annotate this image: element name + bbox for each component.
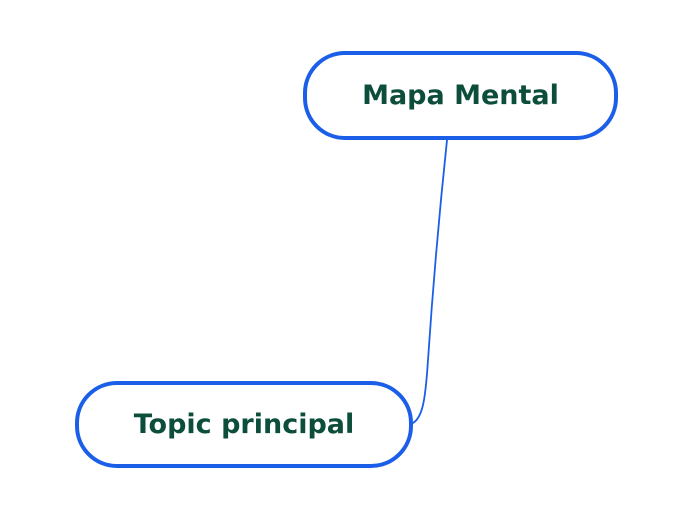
- node-mapa-mental-label: Mapa Mental: [362, 80, 559, 111]
- node-topic-principal[interactable]: Topic principal: [75, 381, 413, 468]
- connector-root-to-child: [412, 139, 448, 424]
- node-mapa-mental[interactable]: Mapa Mental: [303, 51, 618, 140]
- node-topic-principal-label: Topic principal: [133, 409, 355, 440]
